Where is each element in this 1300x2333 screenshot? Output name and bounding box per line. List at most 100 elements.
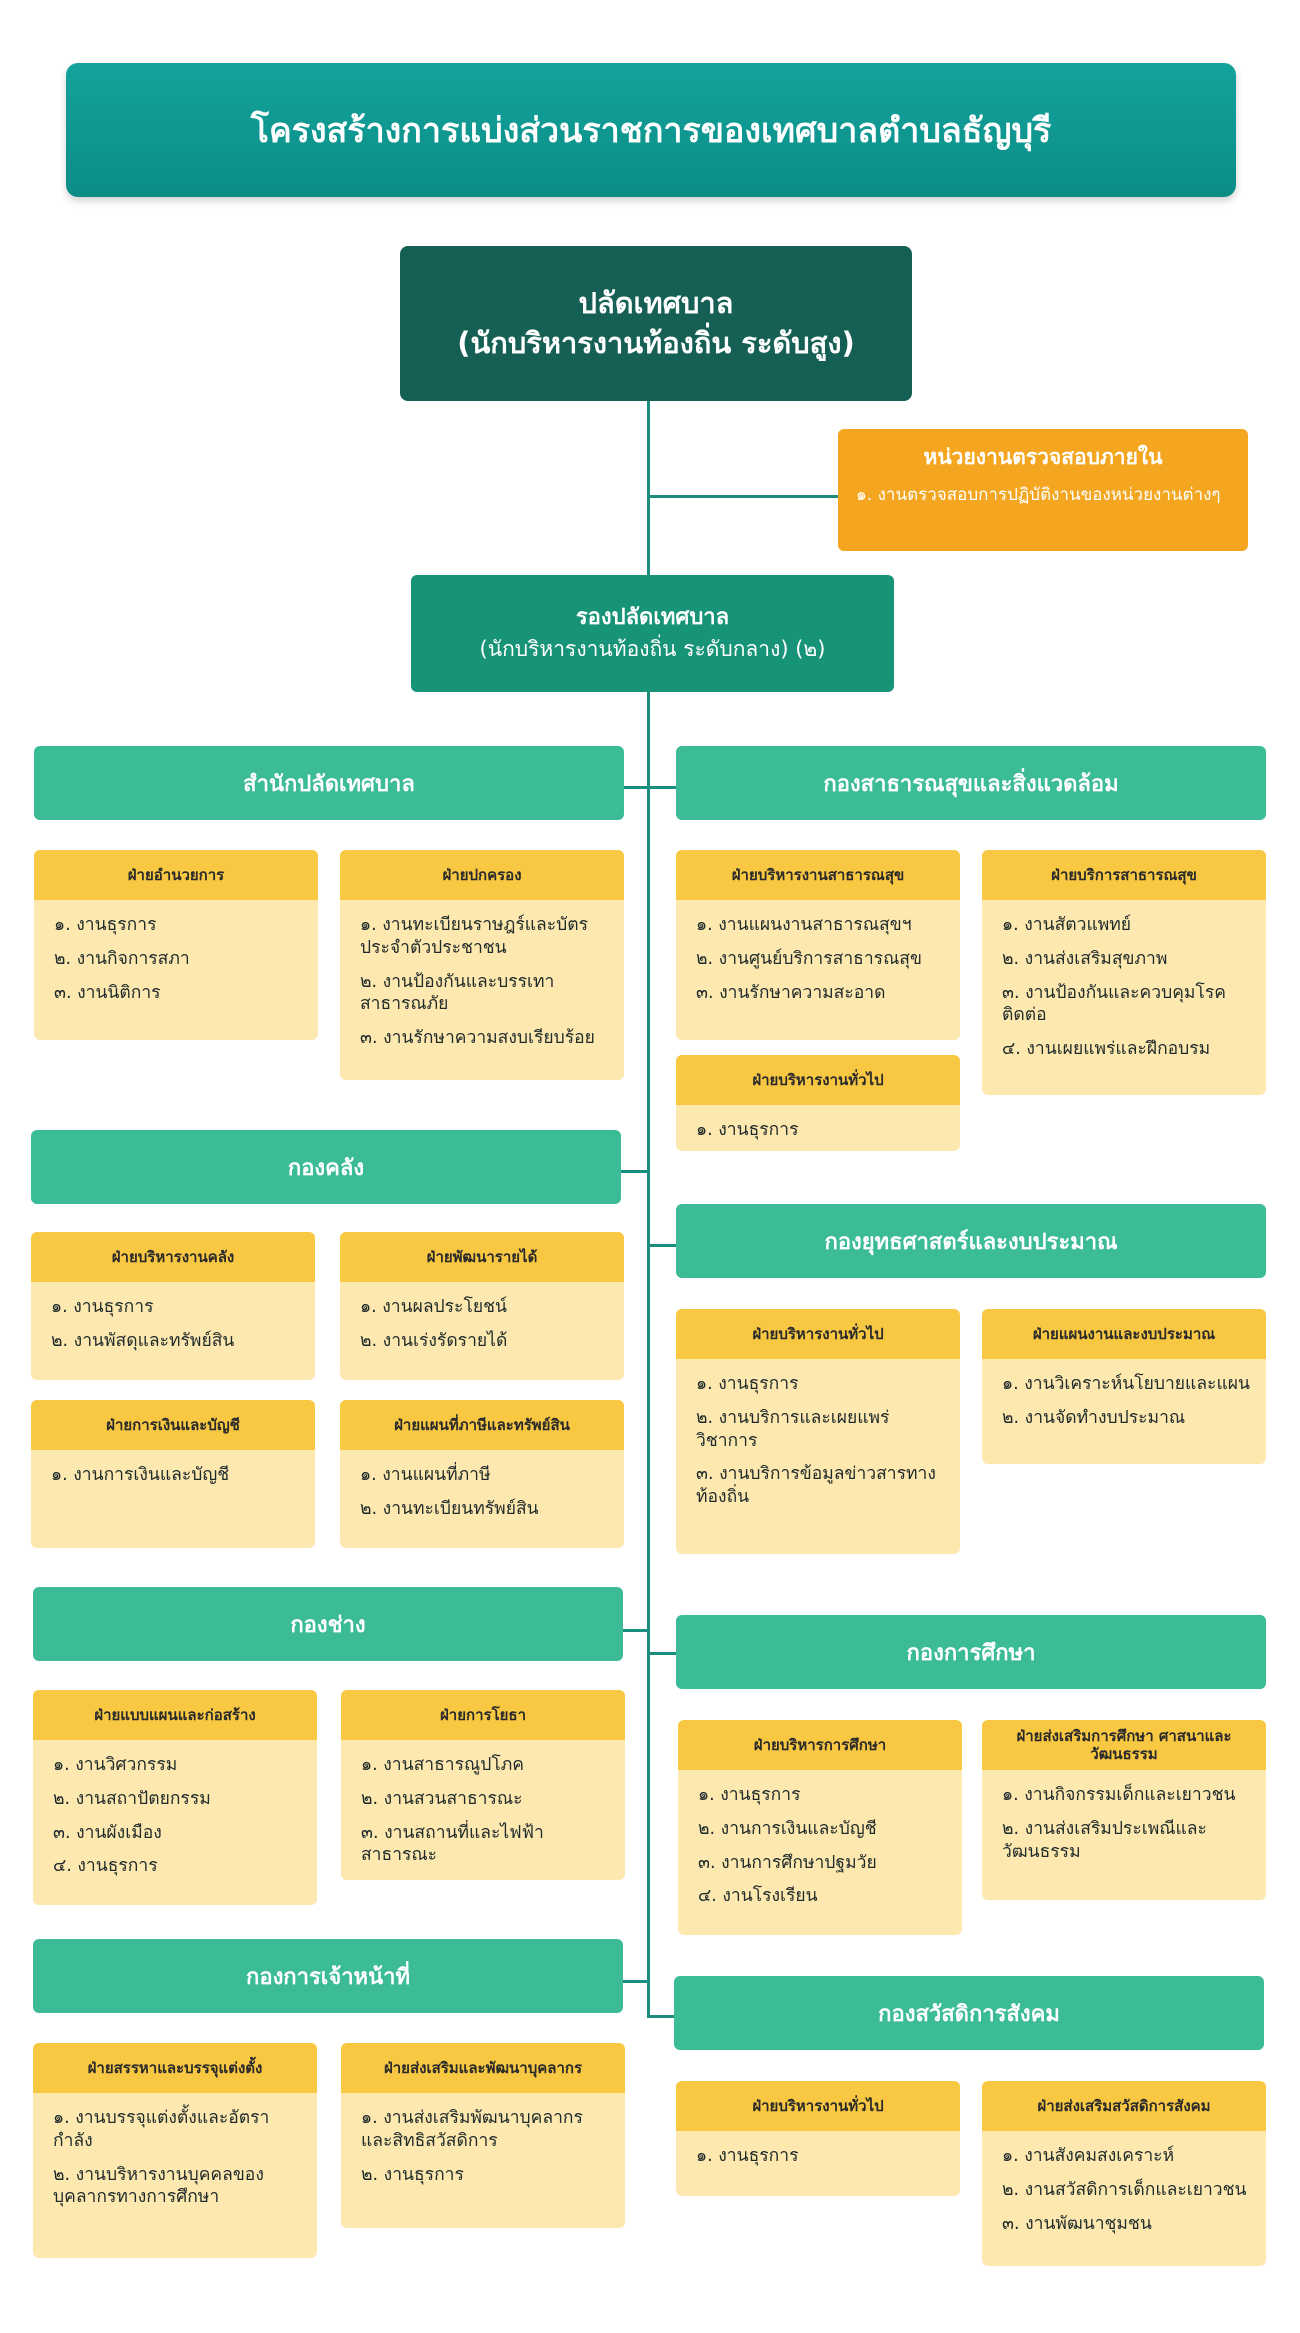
task-item: ๒. งานป้องกันและบรรเทาสาธารณภัย <box>360 971 555 1015</box>
division-title: ฝ่ายแผนงานและงบประมาณ <box>982 1309 1266 1359</box>
task-item: ๓. งานบริการข้อมูลข่าวสารทางท้องถิ่น <box>696 1464 936 1507</box>
task-item: ๑. งานสาธารณูปโภค <box>361 1755 524 1775</box>
task-list: ๑. งานทะเบียนราษฎร์และบัตรประจำตัวประชาช… <box>340 900 624 1071</box>
task-item: ๒. งานสถาปัตยกรรม <box>53 1788 211 1809</box>
division-title: ฝ่ายพัฒนารายได้ <box>340 1232 624 1282</box>
task-list: ๑. งานสัตวแพทย์๒. งานส่งเสริมสุขภาพ๓. งา… <box>982 900 1266 1082</box>
task-list: ๑. งานธุรการ๒. งานกิจการสภา๓. งานนิติการ <box>34 900 318 1025</box>
division-title: ฝ่ายอำนวยการ <box>34 850 318 900</box>
connector-1 <box>648 786 676 789</box>
department-box: กองคลัง <box>31 1130 621 1204</box>
task-list: ๑. งานวิศวกรรม๒. งานสถาปัตยกรรม๓. งานผัง… <box>33 1740 317 1899</box>
task-item: ๒. งานจัดทำงบประมาณ <box>1002 1407 1186 1428</box>
task-item: ๓. งานสถานที่และไฟฟ้าสาธารณะ <box>361 1822 544 1866</box>
task-list: ๑. งานแผนที่ภาษี๒. งานทะเบียนทรัพย์สิน <box>340 1450 624 1542</box>
task-item: ๒. งานการเงินและบัญชี <box>698 1818 877 1839</box>
department-box: สำนักปลัดเทศบาล <box>34 746 624 820</box>
division-title: ฝ่ายแบบแผนและก่อสร้าง <box>33 1690 317 1740</box>
division-title: ฝ่ายบริหารงานสาธารณสุข <box>676 850 960 900</box>
task-item: ๒. งานสวัสดิการเด็กและเยาวชน <box>1002 2179 1247 2200</box>
deputy-clerk-box: รองปลัดเทศบาล (นักบริหารงานท้องถิ่น ระดั… <box>411 575 894 692</box>
department-box: กองช่าง <box>33 1587 623 1661</box>
division-title: ฝ่ายบริหารงานคลัง <box>31 1232 315 1282</box>
connector-5 <box>648 1652 676 1655</box>
division-box: ฝ่ายบริหารงานสาธารณสุข๑. งานแผนงานสาธารณ… <box>676 850 960 1040</box>
task-item: ๒. งานกิจการสภา <box>54 948 190 969</box>
task-item: ๓. งานรักษาความสงบเรียบร้อย <box>360 1028 595 1048</box>
task-list: ๑. งานธุรการ <box>676 2131 960 2189</box>
division-title: ฝ่ายบริหารการศึกษา <box>678 1720 962 1770</box>
task-list: ๑. งานส่งเสริมพัฒนาบุคลากรและสิทธิสวัสดิ… <box>341 2093 625 2207</box>
division-box: ฝ่ายส่งเสริมและพัฒนาบุคลากร๑. งานส่งเสริ… <box>341 2043 625 2228</box>
task-list: ๑. งานธุรการ๒. งานการเงินและบัญชี๓. งานก… <box>678 1770 962 1929</box>
internal-audit-item: ๑. งานตรวจสอบการปฏิบัติงานของหน่วยงานต่า… <box>856 485 1221 505</box>
division-box: ฝ่ายสรรหาและบรรจุแต่งตั้ง๑. งานบรรจุแต่ง… <box>33 2043 317 2258</box>
task-item: ๒. งานทะเบียนทรัพย์สิน <box>360 1498 539 1519</box>
division-title: ฝ่ายส่งเสริมและพัฒนาบุคลากร <box>341 2043 625 2093</box>
task-item: ๔. งานโรงเรียน <box>698 1886 818 1907</box>
division-title: ฝ่ายการเงินและบัญชี <box>31 1400 315 1450</box>
task-item: ๑. งานวิเคราะห์นโยบายและแผน <box>1002 1374 1250 1394</box>
task-item: ๑. งานสัตวแพทย์ <box>1002 915 1132 935</box>
task-item: ๑. งานบรรจุแต่งตั้งและอัตรากำลัง <box>53 2108 270 2151</box>
division-title: ฝ่ายสรรหาและบรรจุแต่งตั้ง <box>33 2043 317 2093</box>
division-title: ฝ่ายแผนที่ภาษีและทรัพย์สิน <box>340 1400 624 1450</box>
division-title: ฝ่ายส่งเสริมการศึกษา ศาสนาและวัฒนธรรม <box>982 1720 1266 1770</box>
task-item: ๒. งานบริหารงานบุคคลของบุคลากรทางการศึกษ… <box>53 2164 264 2208</box>
task-item: ๒. งานบริการและเผยแพร่วิชาการ <box>696 1407 890 1451</box>
task-item: ๒. งานส่งเสริมประเพณีและวัฒนธรรม <box>1002 1818 1207 1862</box>
task-item: ๒. งานส่งเสริมสุขภาพ <box>1002 948 1168 969</box>
deputy-clerk-title: รองปลัดเทศบาล <box>575 605 730 631</box>
division-title: ฝ่ายการโยธา <box>341 1690 625 1740</box>
division-box: ฝ่ายอำนวยการ๑. งานธุรการ๒. งานกิจการสภา๓… <box>34 850 318 1040</box>
task-item: ๑. งานผลประโยชน์ <box>360 1297 507 1317</box>
connector-0 <box>623 786 649 789</box>
division-box: ฝ่ายบริหารงานทั่วไป๑. งานธุรการ๒. งานบริ… <box>676 1309 960 1554</box>
internal-audit-box: หน่วยงานตรวจสอบภายใน ๑. งานตรวจสอบการปฏิ… <box>838 429 1248 551</box>
division-box: ฝ่ายบริหารงานทั่วไป๑. งานธุรการ <box>676 1055 960 1151</box>
chart-title: โครงสร้างการแบ่งส่วนราชการของเทศบาลตำบลธ… <box>66 63 1236 197</box>
department-box: กองสาธารณสุขและสิ่งแวดล้อม <box>676 746 1266 820</box>
task-item: ๑. งานธุรการ <box>696 1120 799 1140</box>
division-box: ฝ่ายปกครอง๑. งานทะเบียนราษฎร์และบัตรประจ… <box>340 850 624 1080</box>
task-item: ๓. งานผังเมือง <box>53 1822 162 1843</box>
task-item: ๑. งานกิจกรรมเด็กและเยาวชน <box>1002 1785 1236 1805</box>
task-item: ๑. งานธุรการ <box>696 1374 799 1394</box>
task-list: ๑. งานการเงินและบัญชี <box>31 1450 315 1508</box>
division-title: ฝ่ายบริการสาธารณสุข <box>982 850 1266 900</box>
municipal-clerk-level: (นักบริหารงานท้องถิ่น ระดับสูง) <box>457 325 855 360</box>
task-list: ๑. งานกิจกรรมเด็กและเยาวชน๒. งานส่งเสริม… <box>982 1770 1266 1884</box>
municipal-clerk-box: ปลัดเทศบาล (นักบริหารงานท้องถิ่น ระดับสู… <box>400 246 912 401</box>
connector-2 <box>620 1170 649 1173</box>
task-list: ๑. งานธุรการ๒. งานบริการและเผยแพร่วิชากา… <box>676 1359 960 1530</box>
division-box: ฝ่ายแบบแผนและก่อสร้าง๑. งานวิศวกรรม๒. งา… <box>33 1690 317 1905</box>
connector-7 <box>648 2015 674 2018</box>
task-item: ๒. งานพัสดุและทรัพย์สิน <box>51 1330 235 1351</box>
connector-3 <box>648 1244 676 1247</box>
task-item: ๑. งานธุรการ <box>696 2146 799 2166</box>
task-list: ๑. งานธุรการ <box>676 1105 960 1151</box>
task-item: ๒. งานศูนย์บริการสาธารณสุข <box>696 948 922 969</box>
audit-connector <box>648 495 838 498</box>
task-item: ๑. งานส่งเสริมพัฒนาบุคลากรและสิทธิสวัสดิ… <box>361 2108 583 2151</box>
task-list: ๑. งานผลประโยชน์๒. งานเร่งรัดรายได้ <box>340 1282 624 1374</box>
department-box: กองการศึกษา <box>676 1615 1266 1689</box>
task-item: ๒. งานธุรการ <box>361 2164 464 2185</box>
division-title: ฝ่ายบริหารงานทั่วไป <box>676 1309 960 1359</box>
division-box: ฝ่ายการเงินและบัญชี๑. งานการเงินและบัญชี <box>31 1400 315 1548</box>
task-item: ๒. งานสวนสาธารณะ <box>361 1788 523 1809</box>
task-item: ๔. งานเผยแพร่และฝึกอบรม <box>1002 1039 1211 1059</box>
task-list: ๑. งานแผนงานสาธารณสุขฯ๒. งานศูนย์บริการส… <box>676 900 960 1025</box>
task-item: ๑. งานแผนงานสาธารณสุขฯ <box>696 915 912 935</box>
task-item: ๑. งานการเงินและบัญชี <box>51 1465 230 1485</box>
division-box: ฝ่ายแผนงานและงบประมาณ๑. งานวิเคราะห์นโยบ… <box>982 1309 1266 1464</box>
connector-4 <box>622 1629 649 1632</box>
trunk-line <box>647 400 650 2018</box>
internal-audit-title: หน่วยงานตรวจสอบภายใน <box>923 445 1163 469</box>
division-box: ฝ่ายบริหารงานคลัง๑. งานธุรการ๒. งานพัสดุ… <box>31 1232 315 1380</box>
department-box: กองสวัสดิการสังคม <box>674 1976 1264 2050</box>
division-title: ฝ่ายส่งเสริมสวัสดิการสังคม <box>982 2081 1266 2131</box>
task-item: ๑. งานธุรการ <box>51 1297 154 1317</box>
division-box: ฝ่ายบริการสาธารณสุข๑. งานสัตวแพทย์๒. งาน… <box>982 850 1266 1095</box>
task-item: ๓. งานการศึกษาปฐมวัย <box>698 1852 877 1873</box>
